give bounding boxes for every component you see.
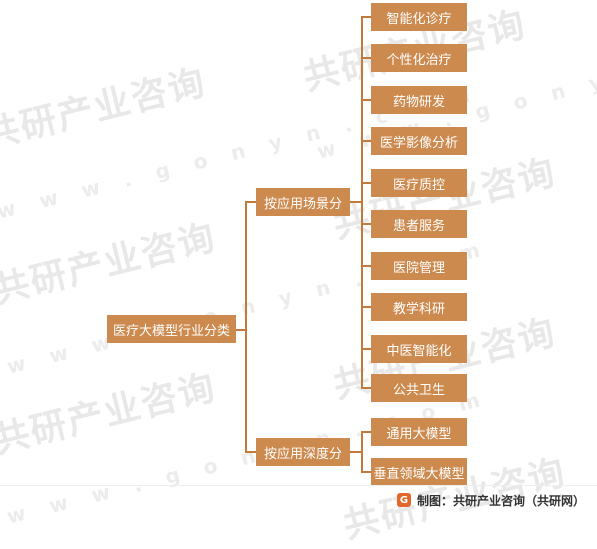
connector-line bbox=[350, 451, 362, 453]
connector-line bbox=[245, 451, 256, 453]
gonyn-logo-icon: G bbox=[396, 493, 411, 507]
leaf-node: 智能化诊疗 bbox=[371, 3, 467, 31]
connector-line bbox=[361, 265, 371, 267]
source-footer: G 制图：共研产业咨询（共研网） bbox=[396, 489, 585, 511]
leaf-node: 医学影像分析 bbox=[371, 127, 467, 155]
branch-node-depth: 按应用深度分 bbox=[256, 438, 350, 466]
leaf-node: 医疗质控 bbox=[371, 169, 467, 197]
leaf-node: 公共卫生 bbox=[371, 374, 467, 402]
root-node: 医疗大模型行业分类 bbox=[107, 315, 236, 343]
connector-line bbox=[361, 387, 371, 389]
source-text: 制图：共研产业咨询（共研网） bbox=[416, 493, 585, 508]
connector-line bbox=[361, 16, 363, 389]
watermark-text: 共研产业咨询 bbox=[0, 216, 221, 312]
connector-line bbox=[361, 99, 371, 101]
connector-line bbox=[361, 348, 371, 350]
connector-line bbox=[350, 201, 362, 203]
leaf-node: 教学科研 bbox=[371, 293, 467, 321]
connector-line bbox=[361, 16, 371, 18]
leaf-node: 患者服务 bbox=[371, 210, 467, 238]
leaf-node: 中医智能化 bbox=[371, 335, 467, 363]
connector-line bbox=[361, 431, 371, 433]
watermark-text: 共研产业咨询 bbox=[0, 366, 221, 462]
watermark-text: 共研产业咨询 bbox=[0, 61, 211, 157]
connector-line bbox=[361, 57, 371, 59]
connector-line bbox=[361, 223, 371, 225]
connector-line bbox=[361, 431, 363, 473]
connector-line bbox=[245, 201, 256, 203]
connector-line bbox=[361, 182, 371, 184]
connector-line bbox=[245, 201, 247, 453]
leaf-node: 垂直领域大模型 bbox=[371, 458, 467, 486]
connector-line bbox=[236, 329, 246, 331]
leaf-node: 医院管理 bbox=[371, 252, 467, 280]
leaf-node: 通用大模型 bbox=[371, 418, 467, 446]
leaf-node: 个性化治疗 bbox=[371, 44, 467, 72]
connector-line bbox=[361, 140, 371, 142]
branch-node-scenario: 按应用场景分 bbox=[256, 188, 350, 216]
connector-line bbox=[361, 471, 371, 473]
connector-line bbox=[361, 306, 371, 308]
footer-divider bbox=[0, 485, 597, 486]
leaf-node: 药物研发 bbox=[371, 86, 467, 114]
